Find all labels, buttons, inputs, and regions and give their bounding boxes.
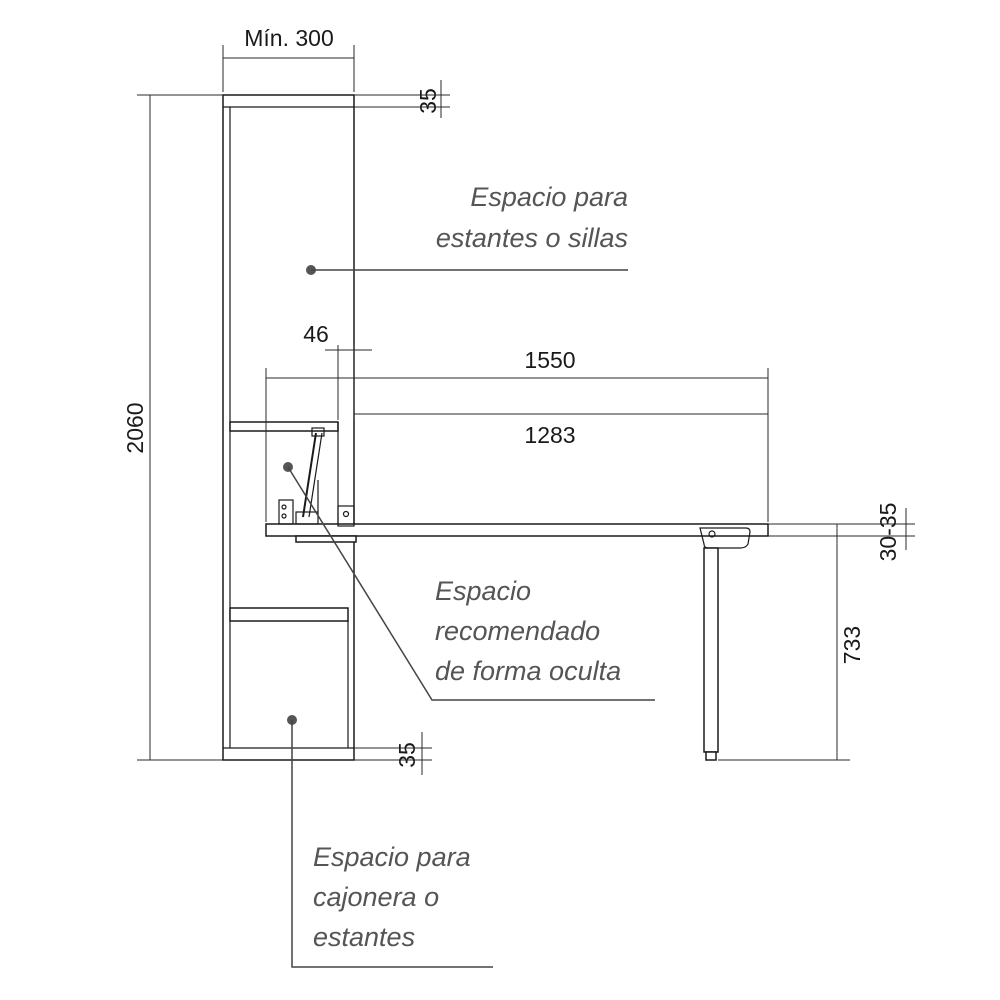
upper-space-line-2: estantes o sillas — [436, 223, 628, 253]
lower-space-line-1: Espacio para — [313, 842, 471, 872]
folding-table — [265, 523, 769, 761]
table-top — [265, 523, 769, 537]
hinge-front-plate — [337, 505, 355, 527]
lower-shelf — [229, 607, 349, 622]
table-length-label: 1283 — [524, 422, 575, 448]
bracket-screw-bottom — [281, 513, 287, 519]
cabinet — [222, 94, 355, 761]
hidden-space-line-3: de forma oculta — [435, 656, 621, 686]
open-length-label: 1550 — [524, 347, 575, 373]
dimension-offset: 46 — [303, 321, 372, 420]
dimension-table-thickness: 30-35 — [768, 503, 915, 562]
dimension-bottom-thickness: 35 — [354, 732, 432, 775]
bracket-pivot — [708, 530, 716, 538]
middle-shelf — [229, 421, 339, 432]
bottom-thickness-label: 35 — [394, 742, 420, 768]
dimension-min-width: Mín. 300 — [222, 25, 355, 92]
dimension-total-height: 2060 — [122, 94, 223, 761]
top-thickness-label: 35 — [415, 88, 441, 114]
callout-hidden-space: Espacio recomendado de forma oculta — [283, 462, 655, 701]
total-height-label: 2060 — [122, 402, 148, 453]
bracket-screw-top — [281, 504, 287, 510]
hidden-space-line-1: Espacio — [435, 576, 531, 606]
dimension-open-length: 1550 — [265, 347, 769, 522]
table-thickness-label: 30-35 — [875, 503, 901, 562]
leader-line — [287, 466, 655, 701]
dimension-table-height: 733 — [718, 524, 865, 761]
hidden-space-line-2: recomendado — [435, 616, 600, 646]
leader-line — [291, 720, 493, 968]
hinge-mechanism — [278, 427, 357, 543]
callout-upper-space: Espacio para estantes o sillas — [306, 182, 628, 275]
hinge-side-bracket — [278, 499, 294, 525]
hinge-arm-block — [295, 511, 319, 525]
leg-foot — [705, 751, 717, 761]
lower-space-line-3: estantes — [313, 922, 415, 952]
gas-strut — [302, 432, 317, 518]
strut-top-mount — [311, 427, 325, 437]
hinge-base-plate — [295, 535, 357, 543]
callout-lower-space: Espacio para cajonera o estantes — [287, 715, 493, 968]
lower-space-line-2: cajonera o — [313, 882, 439, 912]
offset-label: 46 — [303, 321, 329, 347]
gas-strut-edge — [308, 432, 323, 518]
leg-bracket — [699, 527, 751, 549]
table-leg — [703, 547, 719, 753]
dimension-top-thickness: 35 — [354, 80, 450, 118]
upper-space-line-1: Espacio para — [470, 182, 628, 212]
dimension-table-length: 1283 — [354, 413, 768, 448]
hinge-pivot-screw — [342, 510, 350, 518]
min-width-label: Mín. 300 — [244, 25, 334, 51]
table-height-label: 733 — [839, 626, 865, 664]
